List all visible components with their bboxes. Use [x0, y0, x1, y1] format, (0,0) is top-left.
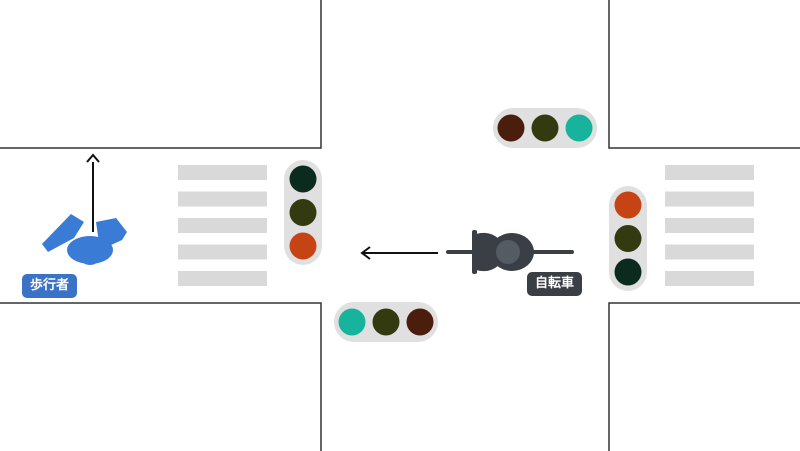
- pedestrian-head: [78, 241, 102, 265]
- bicycle-handlebar: [472, 230, 477, 274]
- signal-lamp-red-off: [406, 308, 434, 336]
- signal-top-right: [493, 108, 597, 148]
- crosswalk-stripe: [178, 165, 267, 180]
- signal-lamp-green-on: [338, 308, 366, 336]
- crosswalks: [178, 165, 754, 286]
- pedestrian-icon: [42, 214, 127, 265]
- bicycle-rider-head: [496, 240, 520, 264]
- signal-lamp-yellow-off: [614, 225, 642, 252]
- crosswalk-stripe: [665, 165, 754, 180]
- road-edge-top-right: [608, 0, 800, 149]
- bicycle-rear-wheel: [530, 250, 574, 254]
- crosswalk-stripe: [178, 244, 267, 260]
- crosswalk-right: [665, 165, 754, 286]
- pedestrian-label: 歩行者: [22, 274, 78, 298]
- signal-lamp-yellow-off: [289, 199, 317, 226]
- signal-lamp-red-off: [497, 114, 525, 142]
- pedestrian-left-arm: [42, 214, 84, 252]
- pedestrian-arrow-icon: [86, 153, 100, 232]
- crosswalk-stripe: [178, 271, 267, 286]
- signal-lamp-red-on: [289, 232, 317, 260]
- crosswalk-stripe: [665, 244, 754, 260]
- signal-left-center: [284, 160, 322, 265]
- road-edge-bottom-right: [608, 302, 800, 451]
- bicycle-arrow-icon: [360, 246, 438, 260]
- signal-lamp-red-on: [614, 191, 642, 219]
- signal-lamp-green-off: [614, 258, 642, 286]
- crosswalk-stripe: [665, 271, 754, 286]
- traffic-signals: [284, 108, 647, 342]
- crosswalk-stripe: [178, 191, 267, 207]
- signal-bottom-center: [334, 302, 438, 342]
- signal-lamp-green-off: [289, 165, 317, 193]
- crosswalk-left: [178, 165, 267, 286]
- movement-arrows: [86, 153, 438, 260]
- crosswalk-stripe: [178, 218, 267, 233]
- crosswalk-stripe: [665, 191, 754, 207]
- signal-lamp-yellow-off: [372, 308, 400, 336]
- signal-lamp-yellow-off: [531, 114, 559, 142]
- bicycle-icon: [446, 230, 574, 274]
- road-edge-top-left: [0, 0, 322, 149]
- signal-lamp-green-on: [565, 114, 593, 142]
- bicycle-label: 自転車: [527, 272, 583, 296]
- road-edge-bottom-left: [0, 302, 322, 451]
- signal-right-center: [609, 186, 647, 291]
- crosswalk-stripe: [665, 218, 754, 233]
